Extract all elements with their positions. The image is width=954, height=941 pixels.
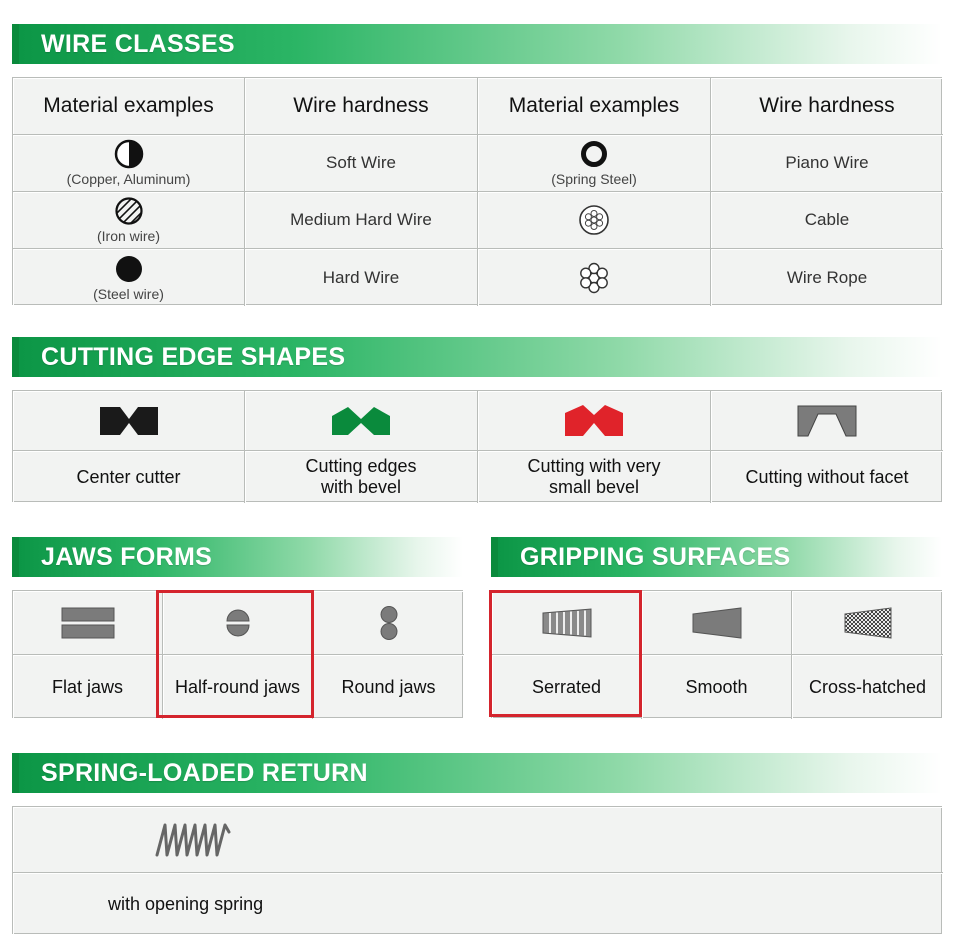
edge-label: Center cutter <box>13 451 245 503</box>
wire-classes-banner: WIRE CLASSES <box>12 24 942 64</box>
jaws-forms-banner: JAWS FORMS <box>12 537 463 577</box>
header-hardness-right: Wire hardness <box>711 78 943 135</box>
cutting-edge-table: Center cutter Cutting edges with bevel C… <box>12 390 943 503</box>
material-label: (Copper, Aluminum) <box>66 171 191 187</box>
jaw-icon-cell <box>313 591 464 655</box>
jaw-label: Round jaws <box>313 655 464 719</box>
half-filled-circle-icon <box>114 139 143 169</box>
header-material-right: Material examples <box>478 78 711 135</box>
edge-icon-cell <box>13 391 245 451</box>
spring-return-banner: SPRING-LOADED RETURN <box>12 753 942 793</box>
header-material-left: Material examples <box>13 78 245 135</box>
surface-label: Serrated <box>492 655 642 719</box>
material-label: (Iron wire) <box>96 228 160 244</box>
round-jaws-icon <box>380 605 397 640</box>
table-row: (Steel wire) <box>13 249 245 306</box>
filled-circle-icon <box>115 255 142 282</box>
wire-classes-title: WIRE CLASSES <box>41 30 235 58</box>
jaw-icon-cell <box>163 591 313 655</box>
spring-return-table: with opening spring <box>12 806 943 935</box>
half-round-jaws-icon <box>225 609 250 636</box>
hardness-cell: Cable <box>711 192 943 249</box>
gripping-surfaces-title: GRIPPING SURFACES <box>520 543 791 571</box>
spring-icon-cell <box>13 807 943 873</box>
spring-return-title: SPRING-LOADED RETURN <box>41 759 368 787</box>
jaw-label: Flat jaws <box>13 655 163 719</box>
material-label: (Steel wire) <box>93 285 164 302</box>
coil-spring-icon <box>155 823 231 856</box>
edge-label: Cutting without facet <box>711 451 943 503</box>
header-hardness-left: Wire hardness <box>245 78 478 135</box>
wire-classes-table: Material examples Wire hardness Material… <box>12 77 943 306</box>
table-row <box>478 192 711 249</box>
jaw-label: Half-round jaws <box>163 655 313 719</box>
material-label: (Spring Steel) <box>551 171 637 187</box>
no-facet-edge-icon <box>797 405 857 436</box>
small-bevel-edge-icon <box>565 404 623 436</box>
cutting-edge-title: CUTTING EDGE SHAPES <box>41 343 346 371</box>
edge-icon-cell <box>245 391 478 451</box>
spring-label: with opening spring <box>13 873 943 935</box>
thick-ring-icon <box>581 141 607 167</box>
table-row <box>478 249 711 306</box>
wire-rope-icon <box>580 262 608 293</box>
hardness-cell: Piano Wire <box>711 135 943 192</box>
hardness-cell: Soft Wire <box>245 135 478 192</box>
bevel-edge-icon <box>332 406 390 435</box>
hardness-cell: Hard Wire <box>245 249 478 306</box>
hardness-cell: Medium Hard Wire <box>245 192 478 249</box>
cutting-edge-banner: CUTTING EDGE SHAPES <box>12 337 942 377</box>
surface-icon-cell <box>492 591 642 655</box>
jaw-icon-cell <box>13 591 163 655</box>
hatched-circle-icon <box>114 197 143 225</box>
cross-hatched-icon <box>844 606 891 639</box>
flat-jaws-icon <box>61 607 114 638</box>
center-cutter-icon <box>99 406 158 435</box>
surface-label: Smooth <box>642 655 792 719</box>
edge-label: Cutting edges with bevel <box>245 451 478 503</box>
surface-label: Cross-hatched <box>792 655 943 719</box>
gripping-surfaces-table: Serrated Smooth Cross-hatched <box>491 590 943 719</box>
gripping-surfaces-banner: GRIPPING SURFACES <box>491 537 942 577</box>
jaws-forms-table: Flat jaws Half-round jaws Round jaws <box>12 590 464 719</box>
surface-icon-cell <box>792 591 943 655</box>
edge-label: Cutting with very small bevel <box>478 451 711 503</box>
table-row: (Iron wire) <box>13 192 245 249</box>
cable-strands-icon <box>579 205 609 235</box>
table-row: (Spring Steel) <box>478 135 711 192</box>
surface-icon-cell <box>642 591 792 655</box>
jaws-forms-title: JAWS FORMS <box>41 543 213 571</box>
edge-icon-cell <box>478 391 711 451</box>
serrated-icon <box>542 607 591 638</box>
table-row: (Copper, Aluminum) <box>13 135 245 192</box>
smooth-icon <box>692 606 741 639</box>
hardness-cell: Wire Rope <box>711 249 943 306</box>
edge-icon-cell <box>711 391 943 451</box>
